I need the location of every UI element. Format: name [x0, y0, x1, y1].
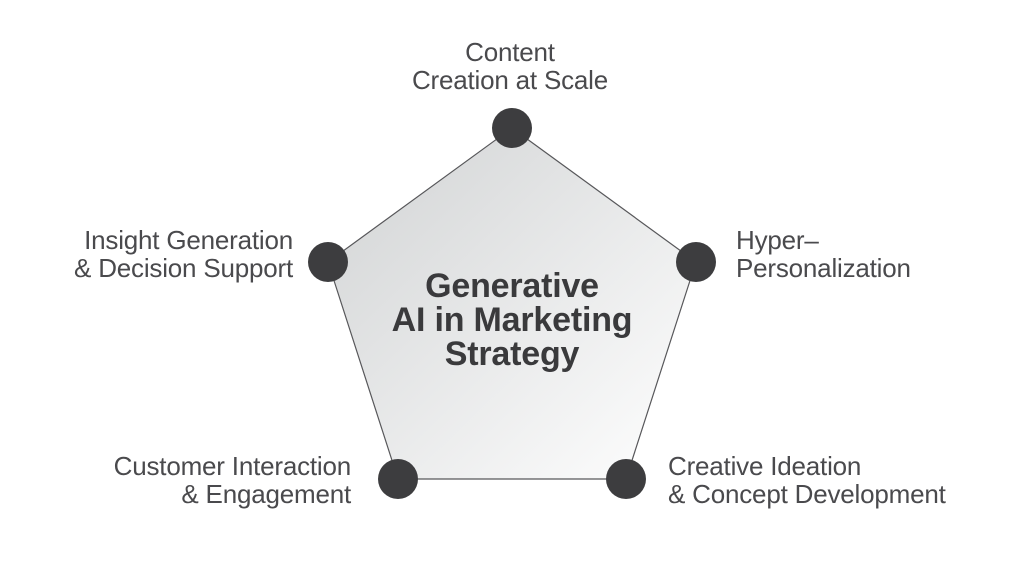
node-label-hyper-personalization: Hyper– Personalization [736, 226, 1020, 282]
node-label-creative-ideation: Creative Ideation & Concept Development [668, 452, 1024, 508]
node-label-insight-generation: Insight Generation & Decision Support [13, 226, 293, 282]
node-label-customer-interaction: Customer Interaction & Engagement [31, 451, 352, 509]
label-line: Creative Ideation [668, 451, 862, 481]
label-line: Customer Interaction [113, 451, 352, 481]
label-line: & Engagement [181, 479, 351, 509]
node-label-content-creation: Content Creation at Scale [310, 38, 710, 94]
node-dot-customer-interaction [378, 459, 418, 499]
title-line: Generative [425, 267, 599, 305]
label-line: Hyper– [736, 225, 819, 255]
pentagon-shape [327, 127, 697, 480]
node-dot-creative-ideation [606, 459, 646, 499]
label-line: & Concept Development [668, 479, 946, 509]
label-line: Insight Generation [84, 225, 293, 255]
label-line: Personalization [736, 253, 911, 283]
label-line: Content [465, 37, 555, 67]
title-line: AI in Marketing [391, 301, 633, 339]
node-dot-content-creation [492, 108, 532, 148]
diagram-title: Generative AI in Marketing Strategy [312, 269, 712, 371]
node-dot-hyper-personalization [676, 242, 716, 282]
title-line: Strategy [444, 335, 580, 373]
label-line: Creation at Scale [411, 65, 609, 95]
label-line: & Decision Support [74, 253, 293, 283]
node-dot-insight-generation [308, 242, 348, 282]
